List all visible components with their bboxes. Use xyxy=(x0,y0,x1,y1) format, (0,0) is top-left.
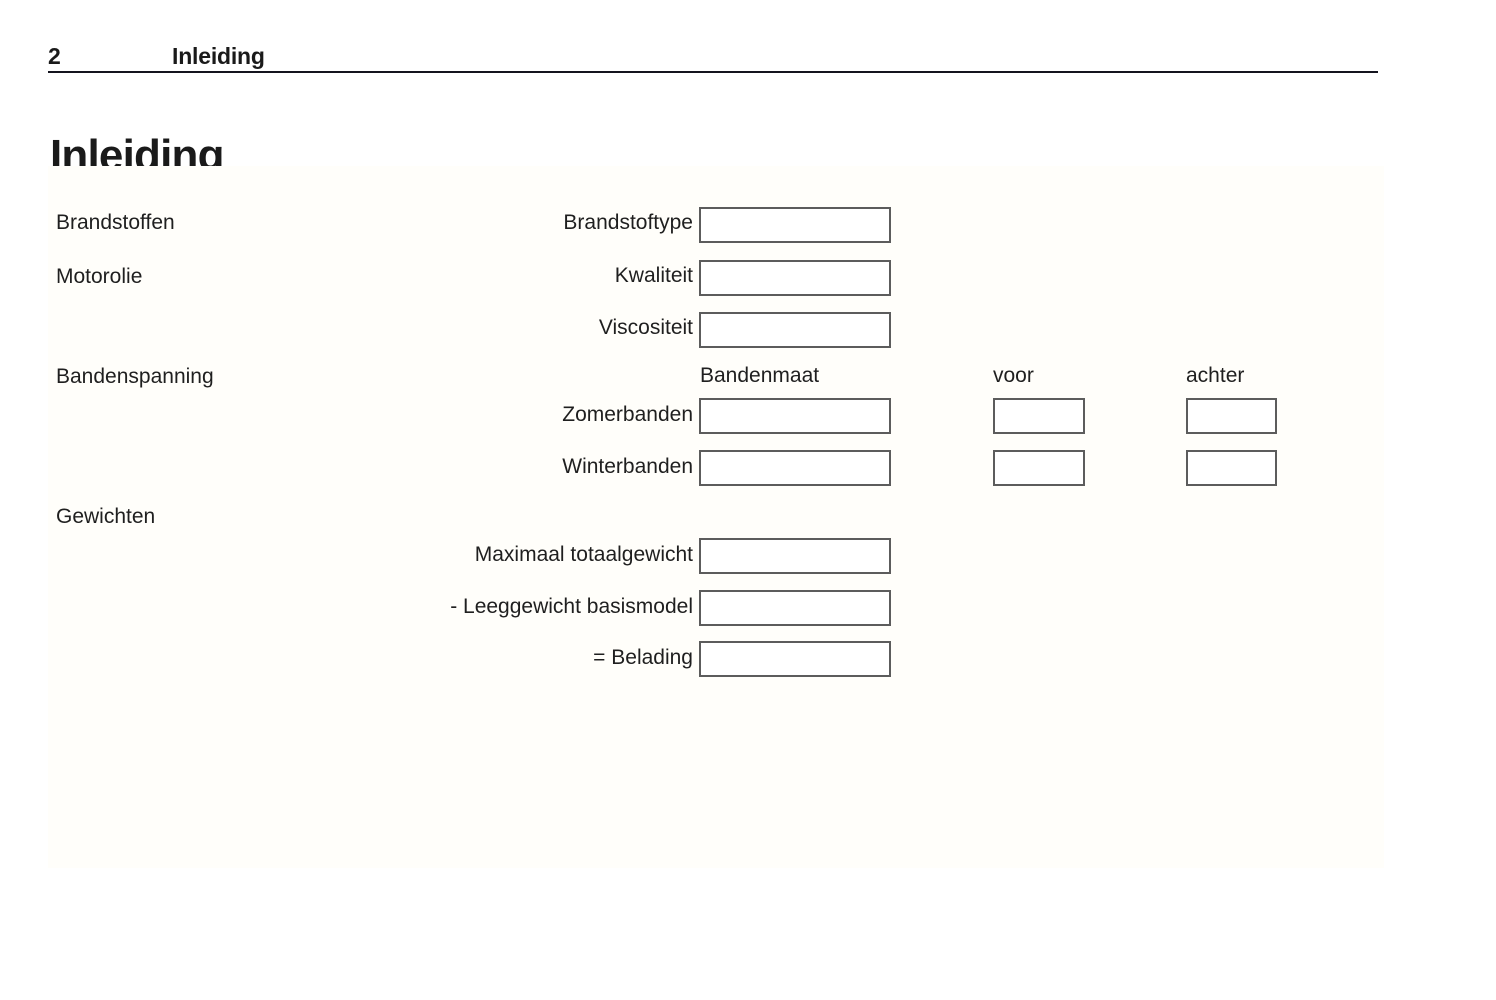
field-input-payload[interactable] xyxy=(699,641,891,677)
running-title: Inleiding xyxy=(172,43,265,69)
field-input-max-total-weight[interactable] xyxy=(699,538,891,574)
field-input-quality[interactable] xyxy=(699,260,891,296)
field-input-winter-tyre-size[interactable] xyxy=(699,450,891,486)
row-label-summer-tyres: Zomerbanden xyxy=(562,403,693,426)
field-input-summer-tyre-size[interactable] xyxy=(699,398,891,434)
section-label-engine-oil: Motorolie xyxy=(56,265,143,288)
field-label-viscosity: Viscositeit xyxy=(598,316,693,339)
field-input-winter-rear-pressure[interactable] xyxy=(1186,450,1277,486)
field-input-summer-rear-pressure[interactable] xyxy=(1186,398,1277,434)
section-label-fuels: Brandstoffen xyxy=(56,211,175,234)
field-input-fuel-type[interactable] xyxy=(699,207,891,243)
column-header-front: voor xyxy=(993,364,1034,387)
field-label-payload: = Belading xyxy=(593,646,693,669)
field-input-winter-front-pressure[interactable] xyxy=(993,450,1085,486)
field-input-viscosity[interactable] xyxy=(699,312,891,348)
field-label-fuel-type: Brandstoftype xyxy=(563,211,693,234)
column-header-tyre-size: Bandenmaat xyxy=(700,364,820,387)
field-input-summer-front-pressure[interactable] xyxy=(993,398,1085,434)
field-label-quality: Kwaliteit xyxy=(614,264,693,287)
column-header-rear: achter xyxy=(1186,364,1245,387)
field-label-kerb-weight-base-model: - Leeggewicht basismodel xyxy=(450,595,693,618)
page-number: 2 xyxy=(48,43,61,69)
section-label-tyre-pressure: Bandenspanning xyxy=(56,365,214,388)
vehicle-data-form: Brandstoffen Brandstoftype Motorolie Kwa… xyxy=(48,166,1384,868)
field-label-max-total-weight: Maximaal totaalgewicht xyxy=(474,543,693,566)
field-input-kerb-weight-base-model[interactable] xyxy=(699,590,891,626)
running-header: 2 Inleiding xyxy=(48,42,1378,76)
section-label-weights: Gewichten xyxy=(56,505,156,528)
header-divider xyxy=(48,71,1378,73)
row-label-winter-tyres: Winterbanden xyxy=(562,455,693,478)
